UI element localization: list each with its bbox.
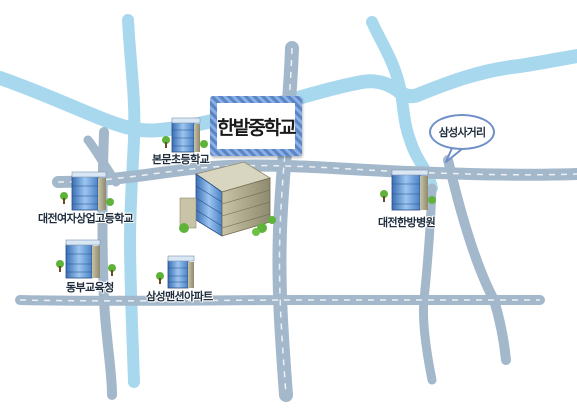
river-branch-north <box>366 16 438 194</box>
building-bonmun-icon <box>162 117 208 153</box>
road-vertical-river-east <box>419 183 437 385</box>
building-girls-commercial-icon <box>60 171 114 211</box>
building-dongbu-icon <box>56 239 116 279</box>
school-name: 한밭중학교 <box>217 103 297 149</box>
label-dongbu-education-office: 동부교육청 <box>66 281 114 294</box>
label-samsung-mansion-apartment: 삼성맨션아파트 <box>146 290 213 303</box>
bubble-tail-icon <box>445 147 463 163</box>
river-main <box>0 49 577 138</box>
school-name-sign: 한밭중학교 <box>210 96 302 156</box>
river-network <box>0 14 577 388</box>
main-school-building-icon <box>179 161 276 237</box>
building-samsung-apt-icon <box>156 255 195 289</box>
road-curve-west <box>83 135 121 187</box>
label-daejeon-oriental-hospital: 대전한방병원 <box>378 216 436 229</box>
road-vertical-east <box>443 155 511 365</box>
intersection-bubble: 삼성사거리 <box>429 114 495 150</box>
building-hospital-icon <box>380 169 436 211</box>
river-branch-west <box>122 14 141 388</box>
label-girls-commercial-high: 대전여자상업고등학교 <box>38 212 134 225</box>
label-bonmun-elementary: 본문초등학교 <box>152 153 210 166</box>
